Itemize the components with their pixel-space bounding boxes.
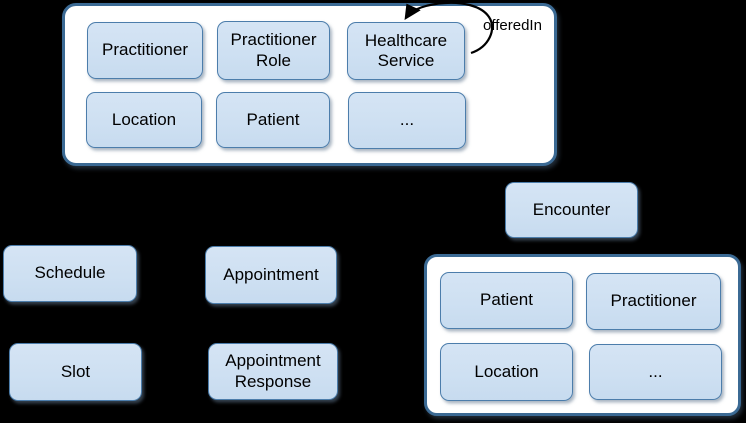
node-location: Location <box>86 92 202 148</box>
node-healthcare-service: Healthcare Service <box>347 22 465 80</box>
node-patient-bottom: Patient <box>440 272 573 329</box>
node-ellipsis-bottom: ... <box>589 344 722 400</box>
node-practitioner-role: Practitioner Role <box>217 21 330 80</box>
node-appointment: Appointment <box>205 246 337 304</box>
node-practitioner-bottom: Practitioner <box>586 273 721 330</box>
offeredin-label: offeredIn <box>483 17 542 34</box>
node-appointment-response: Appointment Response <box>208 343 338 400</box>
node-ellipsis: ... <box>348 92 466 149</box>
node-slot: Slot <box>9 343 142 401</box>
node-patient: Patient <box>216 92 330 148</box>
node-encounter: Encounter <box>505 182 638 238</box>
node-location-bottom: Location <box>440 343 573 401</box>
node-schedule: Schedule <box>3 245 137 302</box>
node-practitioner: Practitioner <box>87 22 203 79</box>
